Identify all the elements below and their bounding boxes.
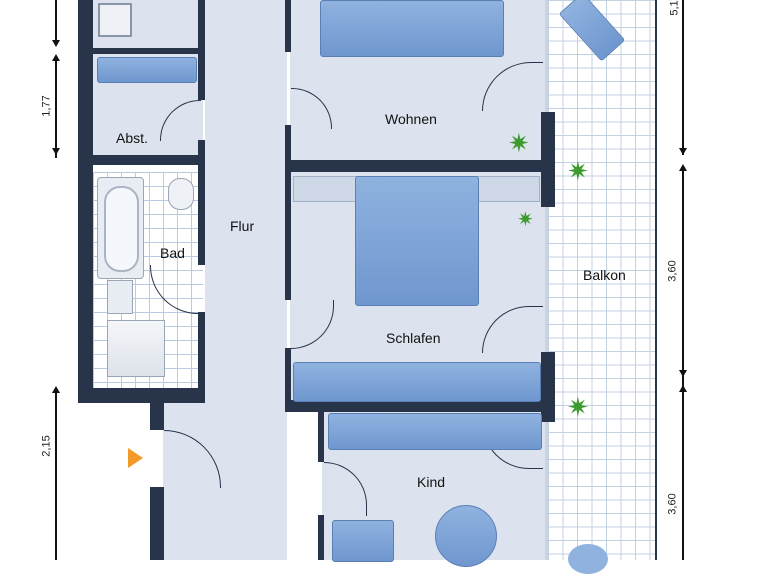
dimension-label: 1,77 (40, 95, 53, 117)
washer (98, 3, 132, 37)
window (545, 0, 548, 112)
wall (541, 352, 555, 422)
dimension-line (55, 0, 57, 43)
shelf (97, 57, 197, 83)
dimension-line (682, 0, 684, 155)
wall (78, 388, 205, 403)
wall (198, 140, 205, 265)
wall (541, 112, 555, 207)
wall (285, 125, 291, 300)
round-table (435, 505, 497, 567)
wall (93, 155, 205, 165)
wardrobe-kind (328, 413, 542, 450)
dimension-label: 2,15 (40, 435, 53, 457)
wall (150, 403, 164, 430)
wall (285, 400, 547, 412)
dimension-arrow (679, 148, 687, 155)
wall (78, 0, 93, 403)
plant-icon: ✷ (508, 128, 530, 158)
wall (93, 48, 205, 54)
wardrobe-schlafen-bottom (293, 362, 541, 402)
dimension-label: 5,1 (668, 0, 681, 16)
dimension-arrow (679, 370, 687, 377)
plant-icon: ✷ (517, 209, 534, 231)
sofa (320, 0, 504, 57)
balkon-floor (548, 0, 655, 560)
sink (107, 280, 133, 314)
wall (285, 348, 291, 412)
dimension-line (55, 58, 57, 158)
wall (318, 515, 324, 560)
balkon-edge (655, 0, 657, 560)
room-label-flur: Flur (230, 218, 255, 234)
dimension-arrow (52, 386, 60, 393)
room-label-wohnen: Wohnen (385, 111, 437, 127)
dimension-line (682, 390, 684, 560)
dimension-arrow (679, 164, 687, 171)
room-label-kind: Kind (417, 474, 446, 490)
toilet (168, 178, 194, 210)
room-label-bad: Bad (160, 245, 185, 261)
dimension-line (55, 390, 57, 560)
dimension-arrow (52, 40, 60, 47)
dimension-arrow (52, 54, 60, 61)
bed (355, 176, 479, 306)
shower (107, 320, 165, 377)
flur-floor (205, 0, 287, 560)
plant-icon: ✷ (567, 392, 589, 422)
room-label-balkon: Balkon (583, 267, 626, 283)
dimension-label: 3,60 (666, 260, 679, 282)
wall (285, 160, 547, 172)
room-label-schlafen: Schlafen (386, 330, 441, 346)
wall (150, 487, 164, 560)
window (545, 422, 548, 560)
dimension-arrow (679, 385, 687, 392)
wall (318, 412, 324, 462)
wall (198, 312, 205, 402)
balcony-table (568, 544, 608, 574)
desk (332, 520, 394, 562)
bathtub (97, 177, 144, 279)
room-label-abst: Abst. (116, 130, 148, 146)
entry-arrow-icon (128, 448, 143, 468)
bathtub-basin (104, 186, 139, 272)
dimension-arrow (52, 148, 60, 155)
wall (285, 0, 291, 52)
plant-icon: ✷ (567, 156, 589, 186)
wall (198, 0, 205, 100)
window (545, 207, 548, 352)
dimension-label: 3,60 (666, 493, 679, 515)
dimension-line (682, 168, 684, 396)
